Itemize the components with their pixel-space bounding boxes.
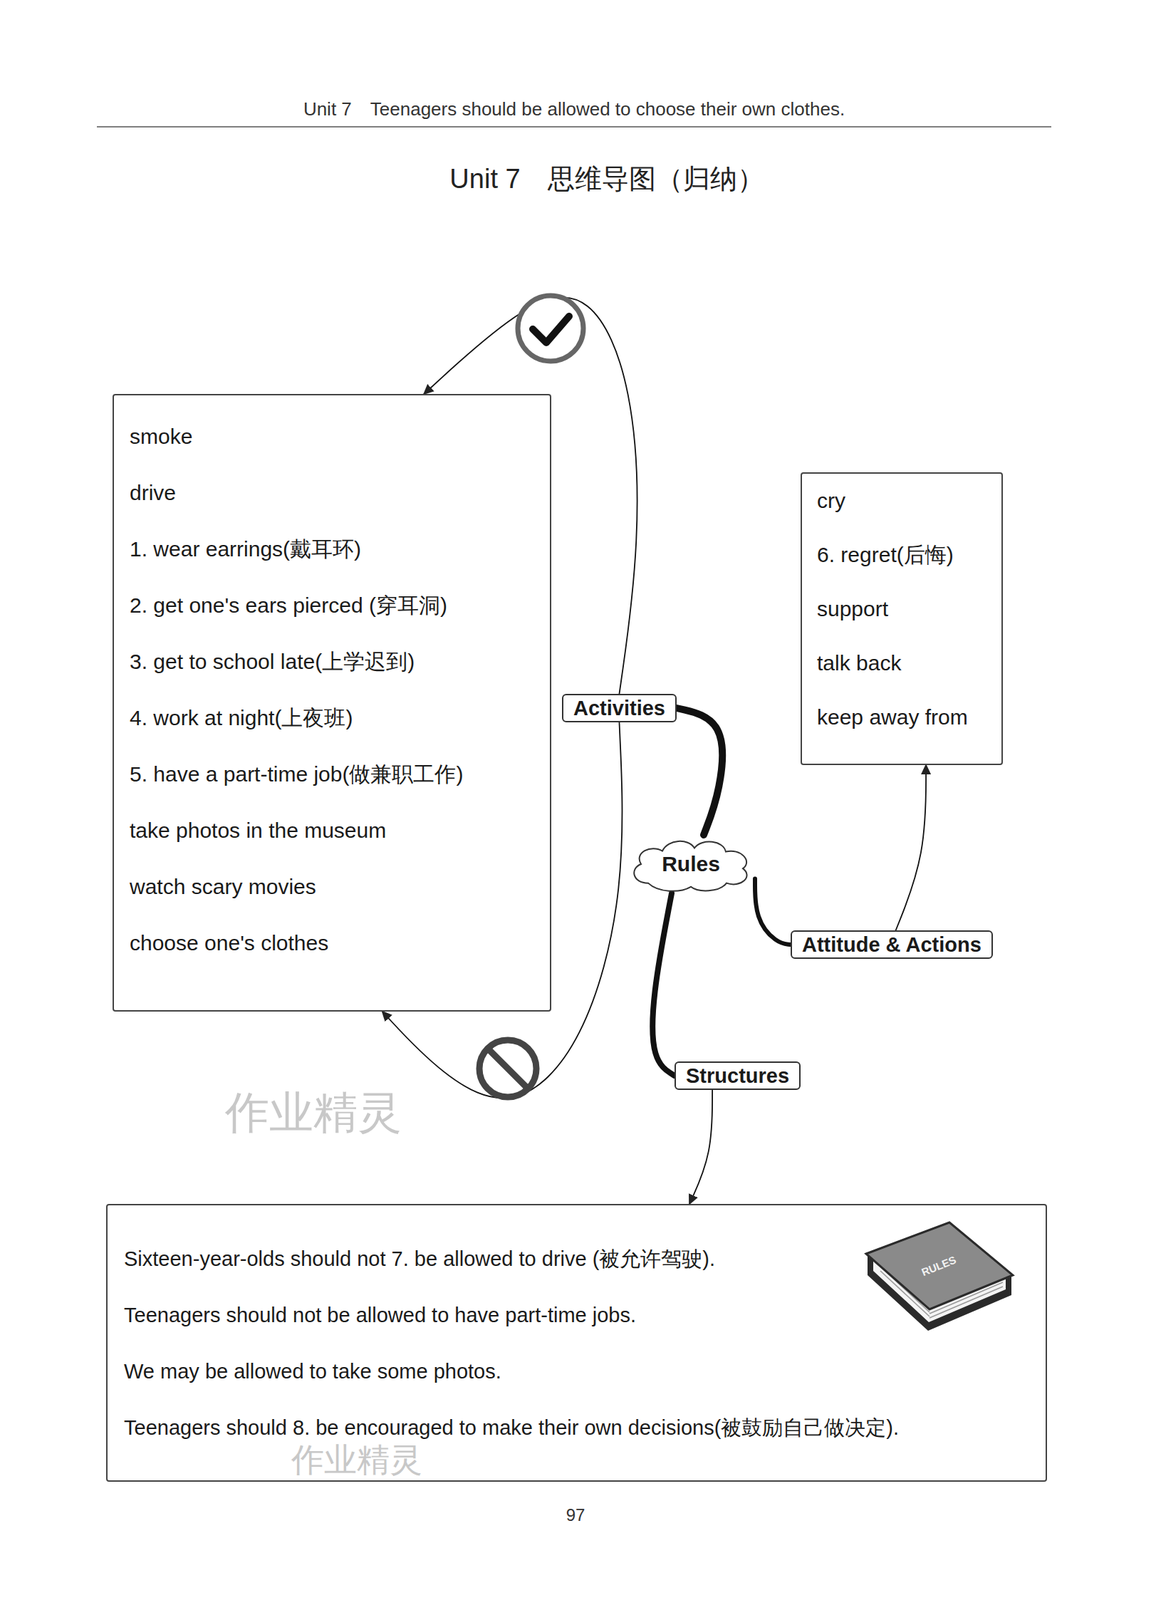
list-item: choose one's clothes <box>129 914 539 971</box>
attitude-list-box: cry6. regret(后悔)supporttalk backkeep awa… <box>800 472 1003 765</box>
node-label: Structures <box>685 1064 790 1088</box>
list-item: cry <box>816 473 991 528</box>
list-item: keep away from <box>816 690 991 745</box>
list-item: talk back <box>816 636 991 691</box>
list-item: Teenagers should 8. be encouraged to mak… <box>123 1399 1035 1456</box>
arrow-connector <box>896 764 926 931</box>
list-item: We may be allowed to take some photos. <box>123 1343 1035 1400</box>
structure-sentence-box: Sixteen-year-olds should not 7. be allow… <box>106 1203 1048 1482</box>
branch-label: Structures <box>674 1061 801 1090</box>
prohibit-symbol <box>479 1039 537 1097</box>
list-item: watch scary movies <box>129 858 539 915</box>
central-cloud: Rules <box>626 834 755 894</box>
node-label: Attitude & Actions <box>802 933 982 957</box>
cloud-shape <box>633 841 747 892</box>
arrow-connector <box>689 1089 713 1204</box>
activity-list-box: smokedrive1. wear earrings(戴耳环)2. get on… <box>112 393 552 1012</box>
branch-label: Attitude & Actions <box>790 930 993 959</box>
list-item: take photos in the museum <box>129 802 539 859</box>
list-item: Teenagers should not be allowed to have … <box>123 1287 1035 1344</box>
list-item: 6. regret(后悔) <box>816 527 991 582</box>
watermark: 作业精灵 <box>291 1438 423 1483</box>
check-symbol <box>517 295 584 362</box>
branch-label: Activities <box>561 693 677 723</box>
diagram-title: Unit 7 思维导图（归纳） <box>449 160 764 198</box>
list-item: 5. have a part-time job(做兼职工作) <box>129 745 539 803</box>
list-item: Sixteen-year-olds should not 7. be allow… <box>123 1230 1035 1288</box>
list-item: drive <box>129 464 539 521</box>
list-item: 4. work at night(上夜班) <box>129 689 539 746</box>
branch-line <box>652 893 675 1076</box>
branch-line <box>754 878 791 946</box>
list-item: 1. wear earrings(戴耳环) <box>129 520 539 577</box>
list-item: 2. get one's ears pierced (穿耳洞) <box>129 576 539 634</box>
branch-line <box>676 707 723 835</box>
list-item: support <box>816 581 991 637</box>
node-label: Activities <box>573 696 666 721</box>
running-header: Unit 7 Teenagers should be allowed to ch… <box>303 96 845 122</box>
watermark: 作业精灵 <box>225 1082 402 1143</box>
list-item: smoke <box>129 408 539 465</box>
page-number: 97 <box>566 1505 586 1525</box>
node-label: Rules <box>661 851 721 877</box>
header-rule <box>96 126 1052 128</box>
rule-book-icon <box>866 1222 1013 1331</box>
list-item: 3. get to school late(上学迟到) <box>129 633 539 690</box>
